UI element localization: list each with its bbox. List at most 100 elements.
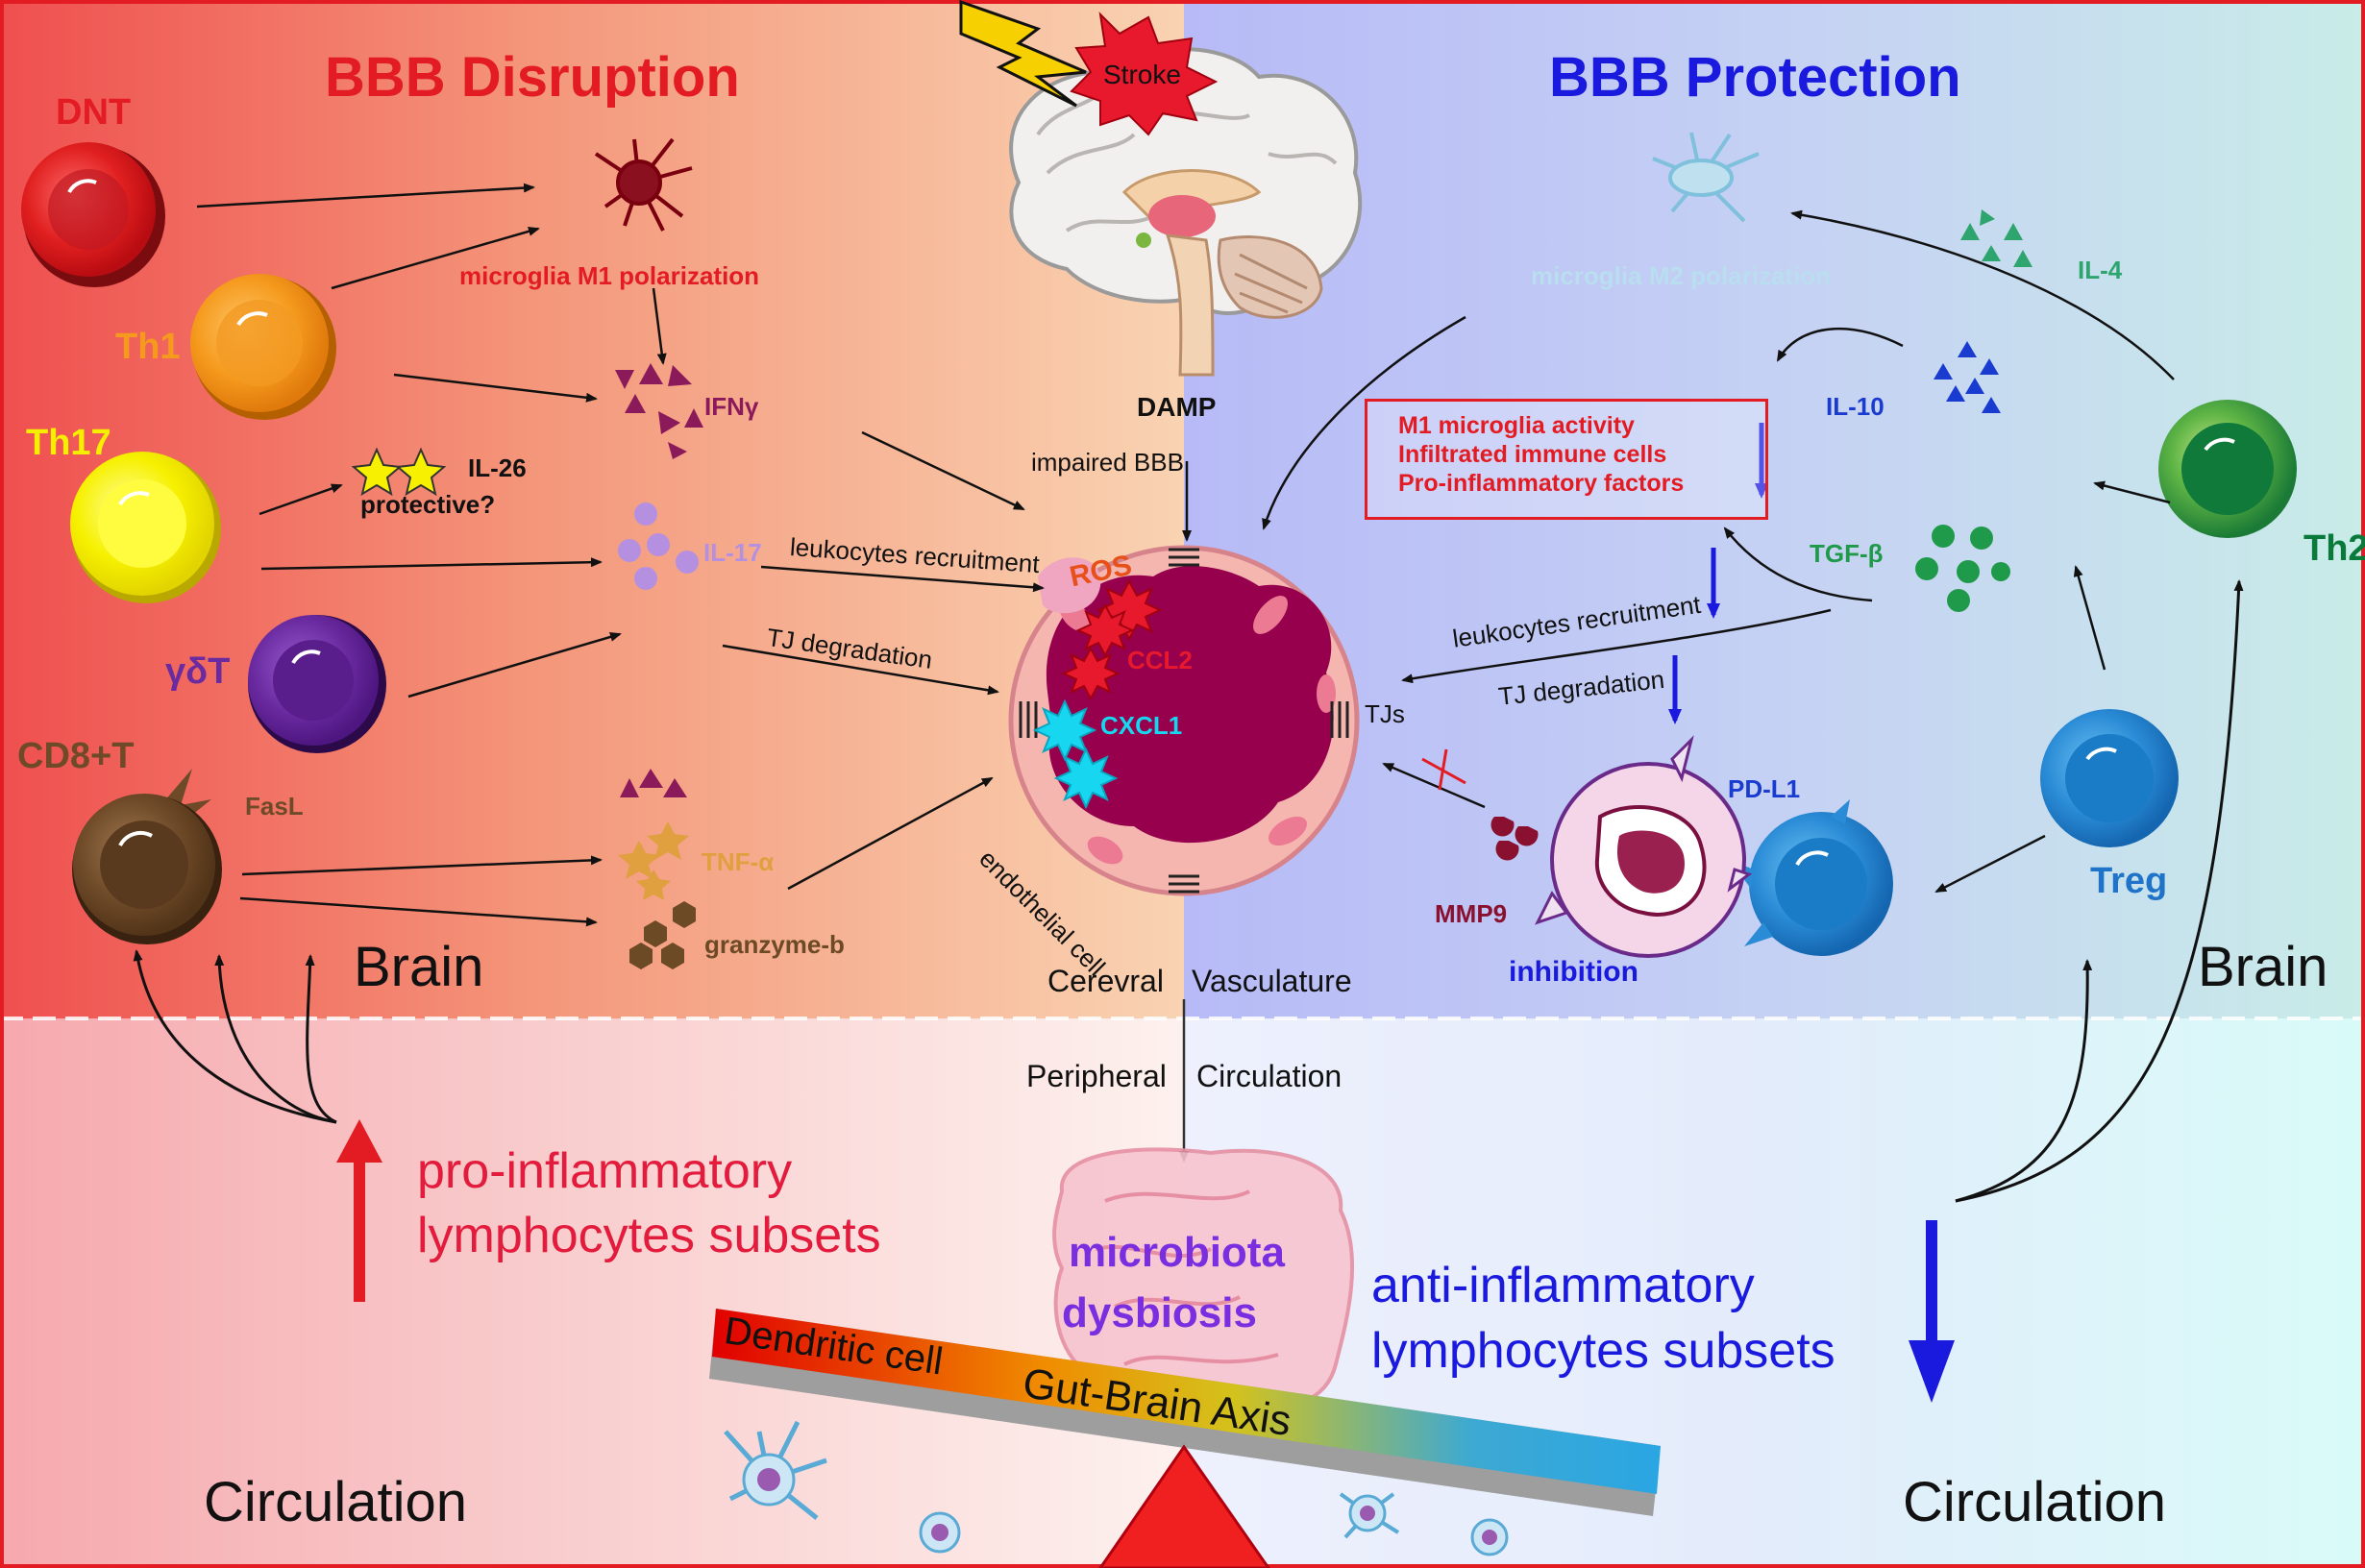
- thalamus: [1148, 195, 1216, 237]
- effect-item: Infiltrated immune cells: [1398, 441, 1667, 468]
- th17-label: Th17: [26, 423, 111, 463]
- left-circulation-arrows: [133, 949, 337, 1124]
- peripheral-label: Peripheral: [1026, 1059, 1167, 1093]
- circulating-cells: [724, 1420, 1509, 1556]
- cd8t-cell: [72, 769, 222, 944]
- inhibition-cross-icon: [1421, 748, 1466, 791]
- dnt-label: DNT: [56, 92, 132, 133]
- tnfa-triangles: [620, 769, 687, 797]
- cerevral-label: Cerevral: [1047, 964, 1164, 998]
- mmp9-label: MMP9: [1435, 899, 1508, 928]
- cxcl1-stars: [1032, 698, 1119, 810]
- impaired-bbb-label: impaired BBB: [1031, 448, 1184, 477]
- inhibition-label: inhibition: [1509, 956, 1638, 988]
- pdl1-treg-cell: [1730, 799, 1893, 956]
- seesaw-beam: [712, 1309, 1661, 1494]
- dendritic-target-cell: [1535, 735, 1753, 958]
- brainstem: [1165, 233, 1215, 377]
- il10-triangles: [1934, 341, 2001, 413]
- microbiota-line1: microbiota: [1069, 1229, 1285, 1276]
- tgfb-dots: [1915, 525, 2010, 612]
- gut-brain-seesaw: [709, 1309, 1661, 1568]
- gut-illustration: [1052, 1147, 1355, 1413]
- lightning-icon: [959, 0, 1087, 108]
- left-arrows: [196, 183, 1045, 927]
- microglia-m2-label: microglia M2 polarization: [1531, 261, 1832, 290]
- il10-label: IL-10: [1826, 392, 1885, 421]
- tjs-label: TJs: [1365, 699, 1405, 728]
- brain-illustration: [959, 0, 1363, 377]
- stroke-burst-icon: [1070, 12, 1219, 136]
- anti-inflammatory-arrow: [1909, 1220, 1955, 1403]
- downregulated-effects-box: M1 microglia activity Infiltrated immune…: [1365, 399, 1768, 520]
- damp-label: DAMP: [1137, 392, 1217, 422]
- il26-stars: [351, 447, 447, 497]
- mmp9-icons: [1490, 817, 1539, 861]
- microglia-m2-icon: [1652, 132, 1760, 223]
- right-circulation-arrows: [1955, 579, 2244, 1203]
- right-cells: [1535, 400, 2297, 958]
- th1-label: Th1: [115, 327, 181, 367]
- il17-label: IL-17: [703, 538, 762, 567]
- ccl2-label: CCL2: [1127, 646, 1193, 674]
- pdl1-label: PD-L1: [1728, 774, 1801, 803]
- ros-blob: [1038, 557, 1101, 614]
- tgfb-label: TGF-β: [1810, 539, 1884, 568]
- brain-right-label: Brain: [2198, 936, 2328, 998]
- il26-label: IL-26: [468, 453, 527, 482]
- right-mediators: [1490, 132, 2032, 861]
- fasl-label: FasL: [245, 792, 304, 821]
- ccl2-stars: [1061, 578, 1163, 701]
- circulation-mid-label: Circulation: [1196, 1059, 1343, 1093]
- th2-label: Th2: [2303, 528, 2365, 569]
- title-bbb-protection: BBB Protection: [1549, 46, 1961, 109]
- effect-item: Pro-inflammatory factors: [1398, 470, 1685, 497]
- granzyme-hexagons: [629, 901, 696, 969]
- left-mediators: [351, 137, 703, 969]
- right-arrows: [1262, 209, 2175, 894]
- tnfa-stars: [618, 821, 689, 900]
- treg-cell: [2040, 709, 2179, 847]
- effect-item: M1 microglia activity: [1398, 412, 1635, 439]
- left-cells: [21, 142, 386, 944]
- pro-inflammatory-line2: lymphocytes subsets: [417, 1208, 881, 1263]
- th2-cell: [2158, 400, 2297, 538]
- circulation-left-label: Circulation: [204, 1471, 467, 1533]
- circulation-right-label: Circulation: [1903, 1471, 2166, 1533]
- gdt-label: γδT: [165, 651, 231, 692]
- il26-note: protective?: [360, 490, 496, 519]
- treg-label: Treg: [2090, 861, 2168, 901]
- dnt-cell: [21, 142, 165, 287]
- ifng-triangles: [615, 363, 703, 459]
- circulation-left-panel: [0, 1018, 1184, 1568]
- pro-inflammatory-arrow: [336, 1119, 382, 1302]
- il4-label: IL-4: [2078, 256, 2123, 284]
- cxcl1-label: CXCL1: [1100, 711, 1183, 740]
- th17-cell: [70, 452, 221, 603]
- anti-inflammatory-line2: lymphocytes subsets: [1371, 1323, 1835, 1379]
- il4-triangles: [1960, 209, 2032, 267]
- cd8t-label: CD8+T: [17, 736, 135, 776]
- gdt-cell: [248, 615, 386, 753]
- ifng-label: IFNγ: [704, 392, 759, 421]
- microglia-m1-icon: [594, 137, 693, 232]
- brain-left-label: Brain: [354, 936, 484, 998]
- th1-cell: [190, 274, 336, 420]
- seesaw-fulcrum: [1098, 1444, 1270, 1568]
- microbiota-line2: dysbiosis: [1062, 1289, 1257, 1336]
- il17-dots: [618, 502, 699, 590]
- title-bbb-disruption: BBB Disruption: [325, 46, 740, 109]
- stroke-label: Stroke: [1103, 60, 1181, 89]
- granzyme-label: granzyme-b: [704, 930, 845, 959]
- tnfa-label: TNF-α: [702, 847, 775, 876]
- circulation-right-panel: [1184, 1018, 2365, 1568]
- anti-inflammatory-line1: anti-inflammatory: [1371, 1258, 1755, 1313]
- cerebral-vessel: [1008, 545, 1360, 896]
- pro-inflammatory-line1: pro-inflammatory: [417, 1143, 793, 1199]
- microglia-m1-label: microglia M1 polarization: [459, 261, 760, 290]
- decrease-arrows: [1668, 423, 1768, 724]
- vasculature-label: Vasculature: [1192, 964, 1352, 998]
